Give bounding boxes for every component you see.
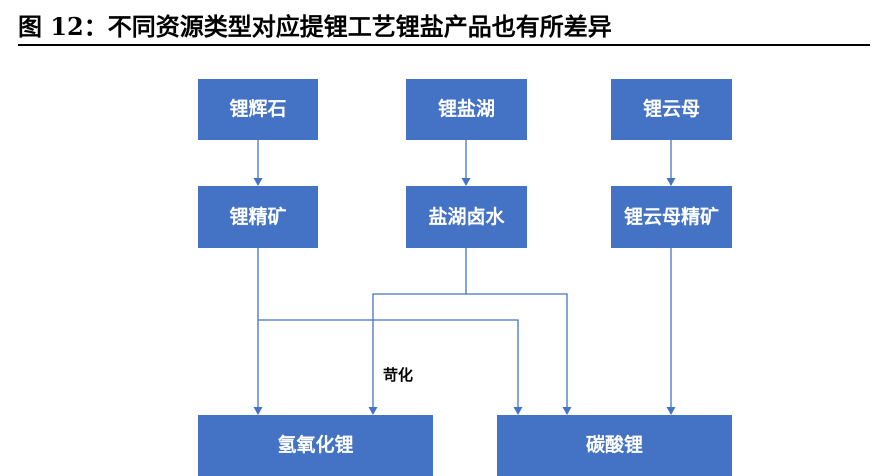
node-lithium-hydroxide: 氢氧化锂 xyxy=(198,415,433,476)
node-spodumene-concentrate: 锂精矿 xyxy=(198,186,318,248)
node-salt-lake: 锂盐湖 xyxy=(406,79,527,140)
node-lepidolite: 锂云母 xyxy=(611,79,732,140)
edge-brine-to-hydroxide xyxy=(368,248,467,415)
node-lithium-carbonate: 碳酸锂 xyxy=(497,415,732,476)
edge-brine-to-carbonate xyxy=(466,293,572,415)
title-underline xyxy=(18,44,870,46)
edge-label-causticize: 苛化 xyxy=(383,366,414,384)
node-brine: 盐湖卤水 xyxy=(406,186,527,248)
node-lepidolite-concentrate: 锂云母精矿 xyxy=(611,186,732,248)
edge-concentrate-to-carbonate xyxy=(258,319,523,415)
figure-title: 图 12：不同资源类型对应提锂工艺锂盐产品也有所差异 xyxy=(18,12,612,41)
node-spodumene: 锂辉石 xyxy=(198,79,318,140)
